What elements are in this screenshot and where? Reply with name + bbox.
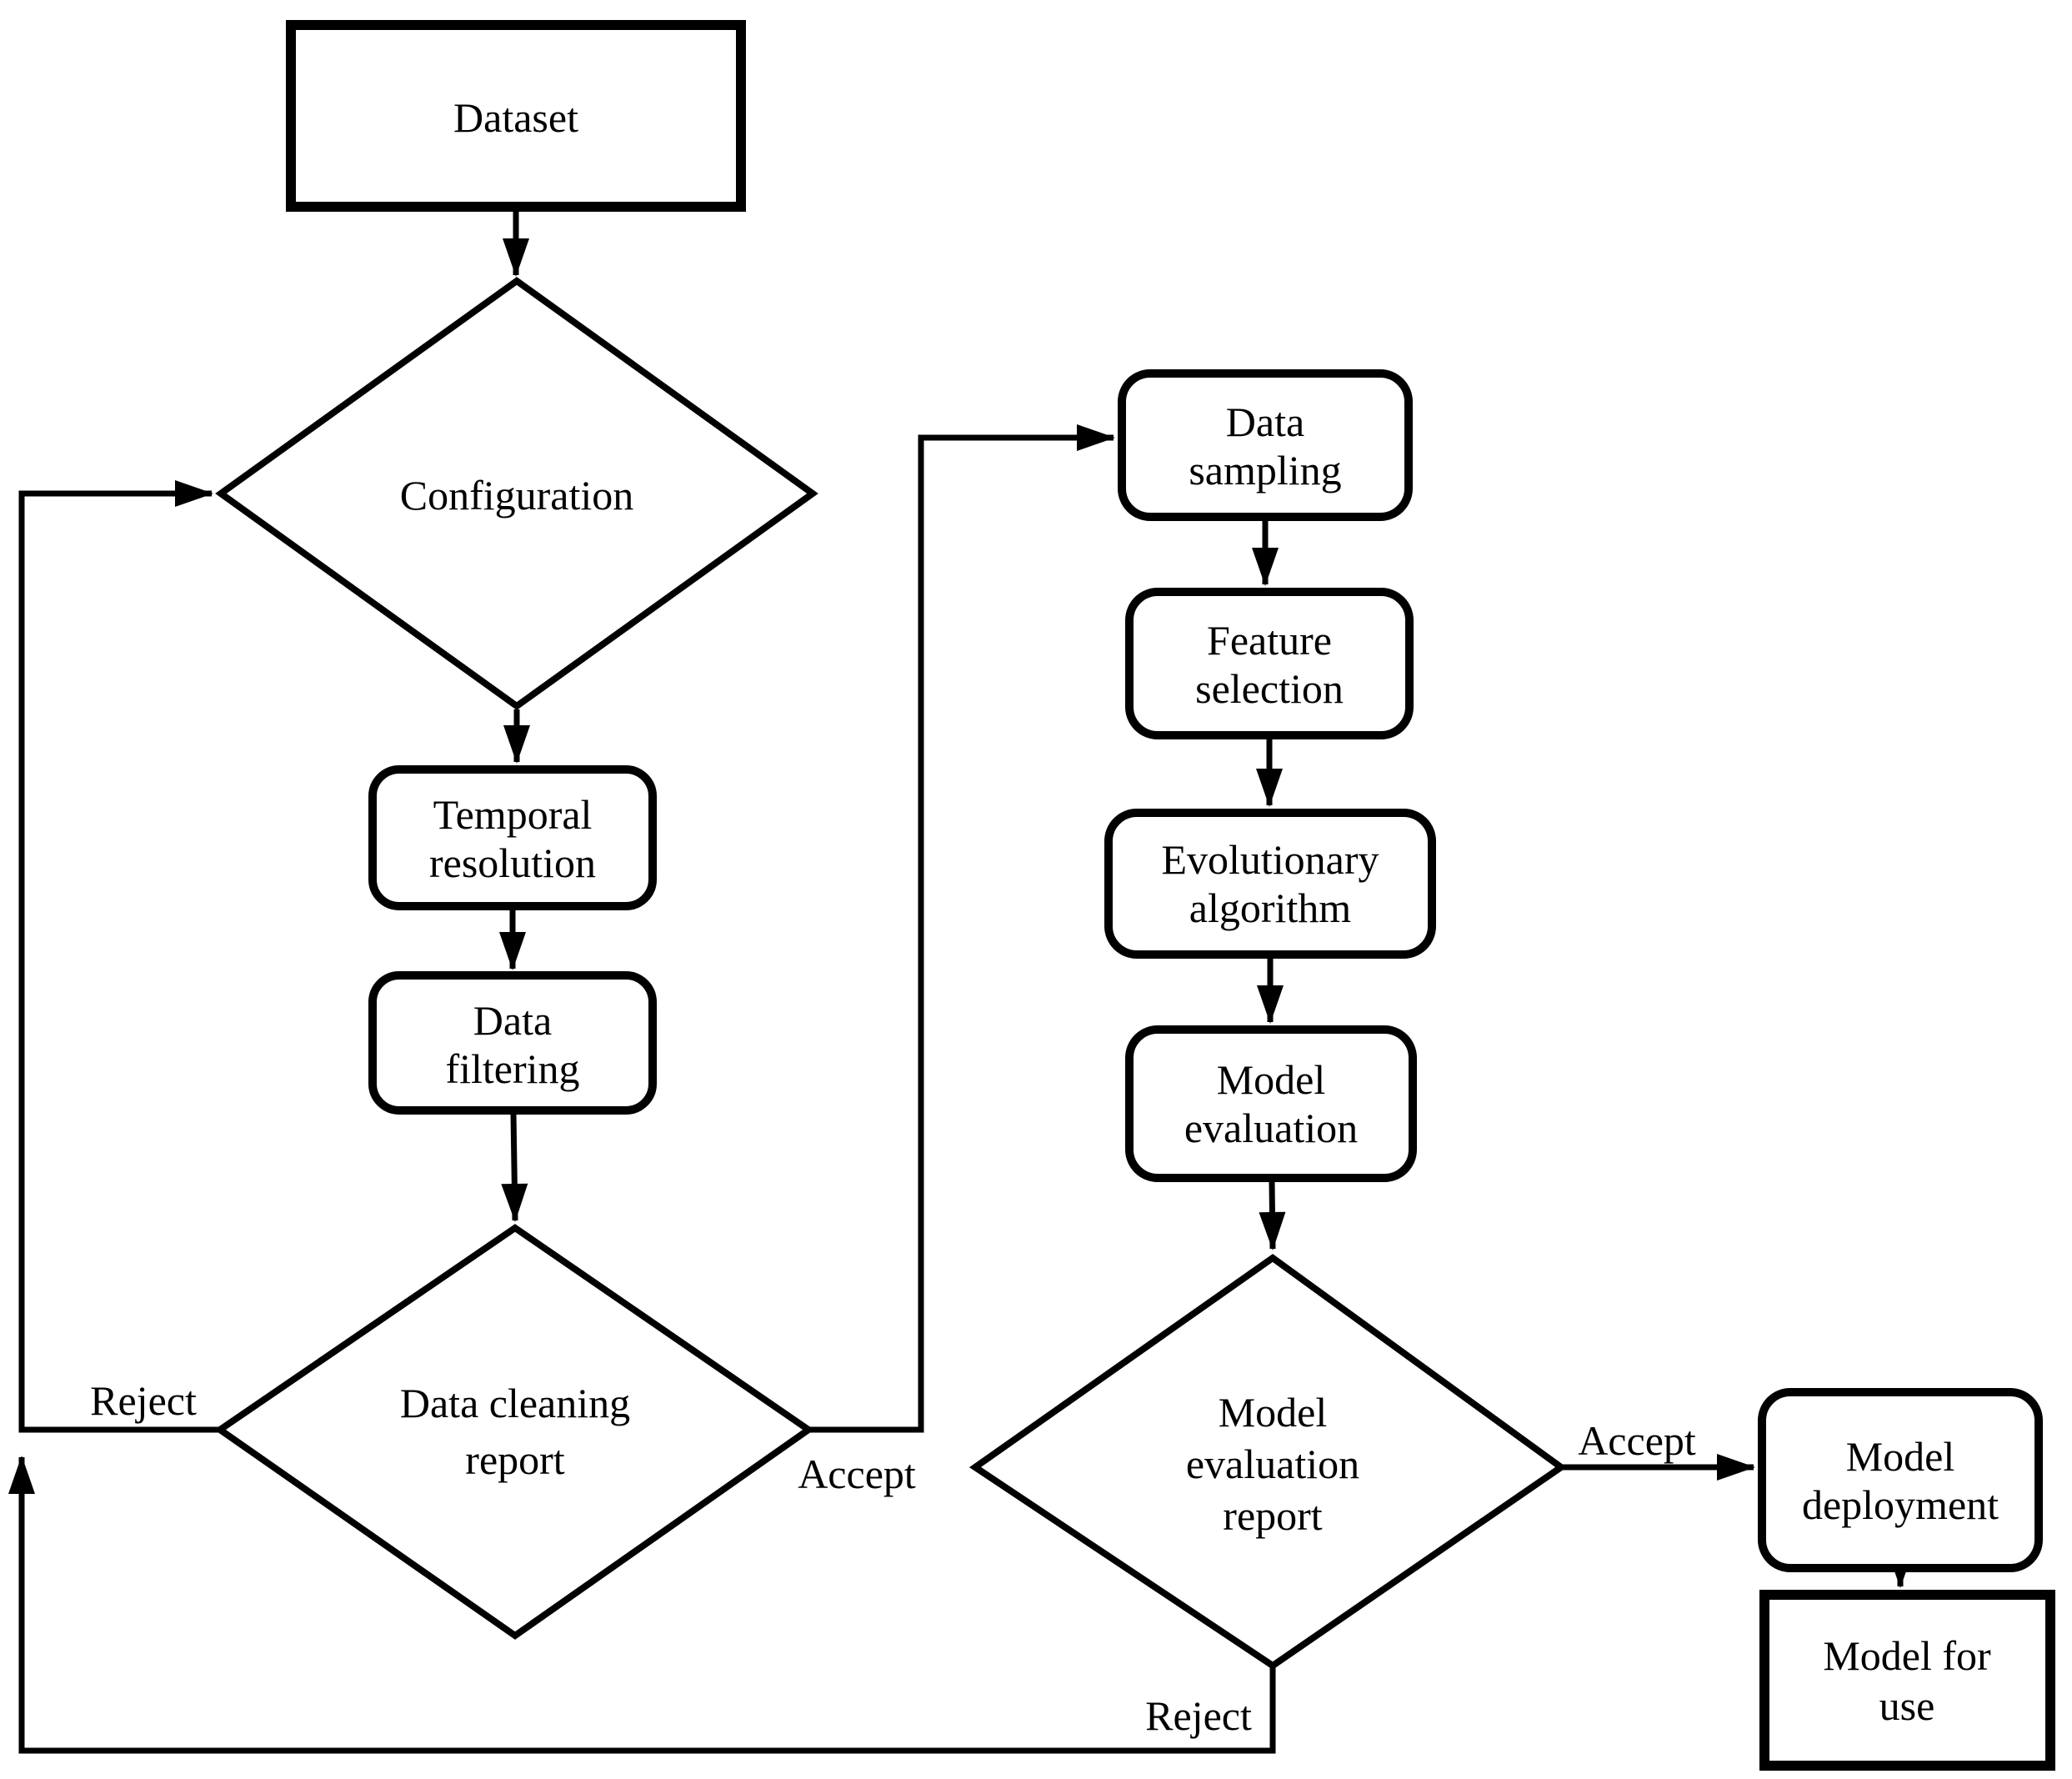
temporal-resolution-label-line2: resolution xyxy=(429,839,596,886)
edges xyxy=(8,210,1914,1754)
dataset-box xyxy=(286,20,746,212)
model-evaluation-label-line1: Model xyxy=(1217,1056,1326,1103)
evolutionary-algorithm-label-line2: algorithm xyxy=(1189,884,1352,931)
model-deployment-label-line2: deployment xyxy=(1802,1481,1999,1528)
model-for-use-label-line2: use xyxy=(1879,1682,1935,1729)
data-cleaning-report-label-line2: report xyxy=(465,1436,564,1483)
edge-data-cleaning-accept-path xyxy=(808,424,1115,1433)
label-data-cleaning-reject: Reject xyxy=(90,1377,197,1424)
evolutionary-algorithm-box xyxy=(1104,809,1436,959)
configuration-label: Configuration xyxy=(400,472,634,519)
node-configuration: Configuration xyxy=(215,277,818,710)
node-data-sampling: Data sampling xyxy=(1118,369,1413,521)
model-evaluation-report-label-line2: evaluation xyxy=(1186,1441,1359,1487)
data-filtering-label-line1: Data xyxy=(473,997,552,1044)
data-sampling-box xyxy=(1118,369,1413,521)
feature-selection-label-line1: Feature xyxy=(1207,617,1332,664)
model-evaluation-box xyxy=(1125,1025,1417,1182)
model-for-use-label-line1: Model for xyxy=(1823,1632,1991,1679)
node-model-deployment: Model deployment xyxy=(1758,1388,2043,1572)
node-model-evaluation: Model evaluation xyxy=(1125,1025,1417,1182)
model-evaluation-report-label-line3: report xyxy=(1223,1492,1322,1539)
edge-data-filtering-to-data-cleaning-report xyxy=(501,1113,528,1222)
model-for-use-box xyxy=(1759,1590,2055,1771)
edge-evaluation-report-reject-loop xyxy=(8,1456,1276,1754)
node-model-evaluation-report: Model evaluation report xyxy=(968,1254,1567,1670)
model-evaluation-report-diamond xyxy=(968,1254,1567,1670)
data-filtering-box xyxy=(368,971,657,1115)
model-evaluation-report-label-line1: Model xyxy=(1219,1389,1328,1436)
edge-labels: Reject Accept Accept Reject xyxy=(90,1377,1696,1739)
data-sampling-label-line1: Data xyxy=(1226,398,1304,445)
edge-model-evaluation-to-evaluation-report xyxy=(1259,1180,1286,1250)
dataset-label: Dataset xyxy=(453,94,578,141)
label-model-evaluation-reject: Reject xyxy=(1145,1692,1252,1739)
temporal-resolution-box xyxy=(368,765,657,910)
node-feature-selection: Feature selection xyxy=(1125,588,1414,739)
temporal-resolution-label-line1: Temporal xyxy=(433,791,593,838)
evolutionary-algorithm-label-line1: Evolutionary xyxy=(1161,836,1379,883)
data-cleaning-report-label-line1: Data cleaning xyxy=(400,1380,630,1426)
model-evaluation-label-line2: evaluation xyxy=(1184,1105,1358,1151)
node-model-for-use: Model for use xyxy=(1759,1590,2055,1771)
feature-selection-label-line2: selection xyxy=(1195,665,1344,712)
node-data-filtering: Data filtering xyxy=(368,971,657,1115)
data-sampling-label-line2: sampling xyxy=(1189,447,1341,494)
data-cleaning-report-diamond xyxy=(213,1224,815,1640)
node-dataset: Dataset xyxy=(286,20,746,212)
label-data-cleaning-accept: Accept xyxy=(798,1451,916,1497)
node-temporal-resolution: Temporal resolution xyxy=(368,765,657,910)
node-data-cleaning-report: Data cleaning report xyxy=(213,1224,815,1640)
model-deployment-box xyxy=(1758,1388,2043,1572)
node-evolutionary-algorithm: Evolutionary algorithm xyxy=(1104,809,1436,959)
label-model-evaluation-accept: Accept xyxy=(1578,1417,1696,1464)
data-filtering-label-line2: filtering xyxy=(445,1045,579,1092)
model-deployment-label-line1: Model xyxy=(1846,1433,1955,1480)
feature-selection-box xyxy=(1125,588,1414,739)
edge-data-cleaning-reject-loop xyxy=(18,480,220,1433)
configuration-diamond xyxy=(215,277,818,710)
